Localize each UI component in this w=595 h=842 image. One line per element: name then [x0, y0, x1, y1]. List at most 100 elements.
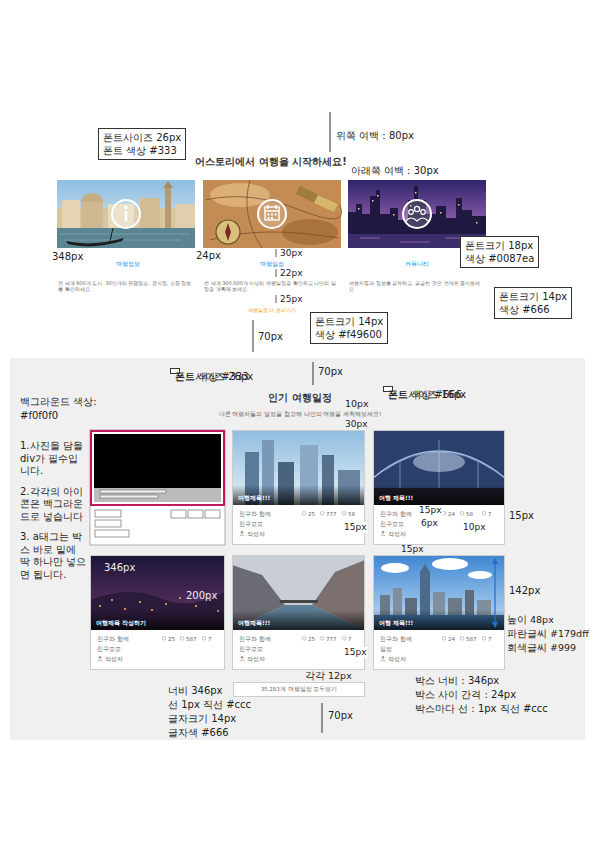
feature-text: 여행자들과 정보를 공유하고, 궁금한 것은 언제든 물어보세요 [349, 280, 483, 293]
map-photo-part [296, 186, 338, 212]
callout-box: 폰트크기 14px색상 #f49600 [310, 312, 388, 344]
count-icon [442, 637, 446, 641]
map-photo-part [268, 205, 276, 209]
card-count: 7 [488, 511, 492, 518]
annotation: 박스마다 선 : 1px 직선 #ccc [415, 703, 548, 716]
city-photo-part [414, 206, 419, 211]
city-photo-part [358, 208, 360, 210]
count-icon [202, 637, 206, 641]
canal-photo-part [232, 555, 365, 630]
callout-text: 색상 #f49600 [315, 328, 383, 341]
annotation: 22px [280, 268, 303, 279]
count-icon [342, 512, 346, 516]
map-photo-part [210, 183, 270, 207]
annotation: 200px [186, 590, 217, 603]
night-city-photo-part [99, 605, 101, 607]
annotation: 15px [509, 510, 534, 523]
dimension-lines-part [276, 249, 277, 257]
city-photo-part [458, 204, 460, 206]
wireframe-card-part [95, 530, 129, 537]
note: #f0f0f0 [20, 410, 58, 423]
card-count: 777 [326, 511, 337, 518]
card-author: 작성자 [105, 656, 123, 663]
annotation: 글자색 #666 [168, 727, 229, 740]
note: 2.각각의 아이콘은 백그라운드로 넣습니다 [20, 486, 88, 524]
note: 백그라운드 색상: [20, 396, 97, 409]
map-photo-part [282, 219, 338, 245]
note: 1.사진을 담을 div가 필수입니다. [20, 440, 88, 478]
station-photo-part [373, 430, 505, 545]
card-title: 여행제목!!! [238, 619, 270, 627]
harbour-photo-part [373, 555, 505, 630]
map-photo-part [271, 217, 273, 219]
night-city-photo-part [179, 597, 181, 599]
harbour-photo-part [468, 571, 492, 579]
more-button: 35,283개 여행일정 모두보기 [233, 682, 365, 697]
more-link: 여행일정 더 보러가기 [248, 307, 296, 313]
count-icon [302, 512, 306, 516]
annotation: 15px [343, 522, 368, 533]
station-photo-part [373, 485, 505, 505]
skyscraper-photo-part [232, 430, 365, 505]
dimension-lines-part [322, 703, 323, 733]
card-info: 친구모모 [380, 521, 404, 528]
card-count: 587 [186, 636, 197, 643]
section-heading: 인기 여행일정 [268, 392, 331, 404]
card-icons [98, 512, 486, 662]
venice-photo-part [163, 181, 173, 188]
dimension-lines-part [330, 112, 331, 152]
feature-caption: 커뮤니티 [405, 260, 429, 268]
annotation: 글자크기 14px [168, 713, 236, 726]
map-photo-part [216, 220, 240, 244]
author-icon [382, 531, 385, 534]
venice-photo-part [110, 228, 113, 241]
count-icon [162, 637, 166, 641]
author-icon [240, 535, 245, 537]
card-info: 친구모모 [239, 521, 263, 528]
map-photo-part [314, 195, 338, 212]
map-photo-part [225, 223, 231, 241]
wireframe-card-part [205, 510, 220, 518]
venice-photo-part [125, 211, 128, 221]
map-photo-part [268, 217, 270, 219]
wireframe-card-part [94, 434, 221, 488]
night-city-photo-part [90, 555, 225, 670]
wireframe-card-part [188, 510, 203, 518]
card-info: 친구와 함께 [380, 636, 412, 643]
city-photo-part [372, 200, 374, 202]
annotation: 142px [509, 585, 540, 598]
callout-text: 폰트 색상 #333 [103, 144, 181, 157]
map-photo [203, 180, 342, 248]
station-photo-part [413, 452, 465, 472]
card-count: 7 [208, 636, 212, 643]
callout-text: 폰트크기 18px [465, 239, 534, 252]
card-info: 친구모모 [239, 646, 263, 653]
annotation: 30px [345, 419, 368, 430]
harbour-photo-part [432, 558, 468, 570]
band-ground [10, 358, 585, 740]
annotation: 파란글씨 #179dff [507, 628, 589, 640]
city-photo-part [476, 222, 478, 224]
city-photo-part [393, 214, 395, 216]
card-count: 7 [348, 636, 352, 643]
map-photo-part [258, 200, 286, 228]
count-icon [180, 637, 184, 641]
card-info: 친구와 함께 [380, 511, 412, 518]
callout-text: 폰트 색상 #333 [175, 371, 249, 384]
harbour-photo-part [420, 564, 430, 572]
card-count: 25 [168, 636, 175, 643]
venice-photo-part [62, 200, 80, 228]
venice-photo-part [124, 206, 128, 210]
city-photo-part [348, 186, 486, 234]
feature-text: 전 세계 600개 도시, 30만개의 관광명소, 음식점, 쇼핑 정보를 확인… [58, 280, 192, 293]
map-photo-part [203, 180, 341, 248]
wireframe-card-part [90, 430, 225, 545]
author-icon [381, 535, 386, 537]
card-author: 작성자 [388, 531, 406, 538]
feature-caption: 여행일정 [260, 260, 284, 268]
station-photo [373, 430, 505, 545]
dimension-lines-part [276, 269, 277, 277]
map-photo-part [265, 207, 279, 220]
wireframe-card-part [95, 520, 121, 527]
feature-text: 전 세계 300,000개 이상의 여행일정을 확인하고 나만의 일정을 계획해… [204, 280, 338, 293]
